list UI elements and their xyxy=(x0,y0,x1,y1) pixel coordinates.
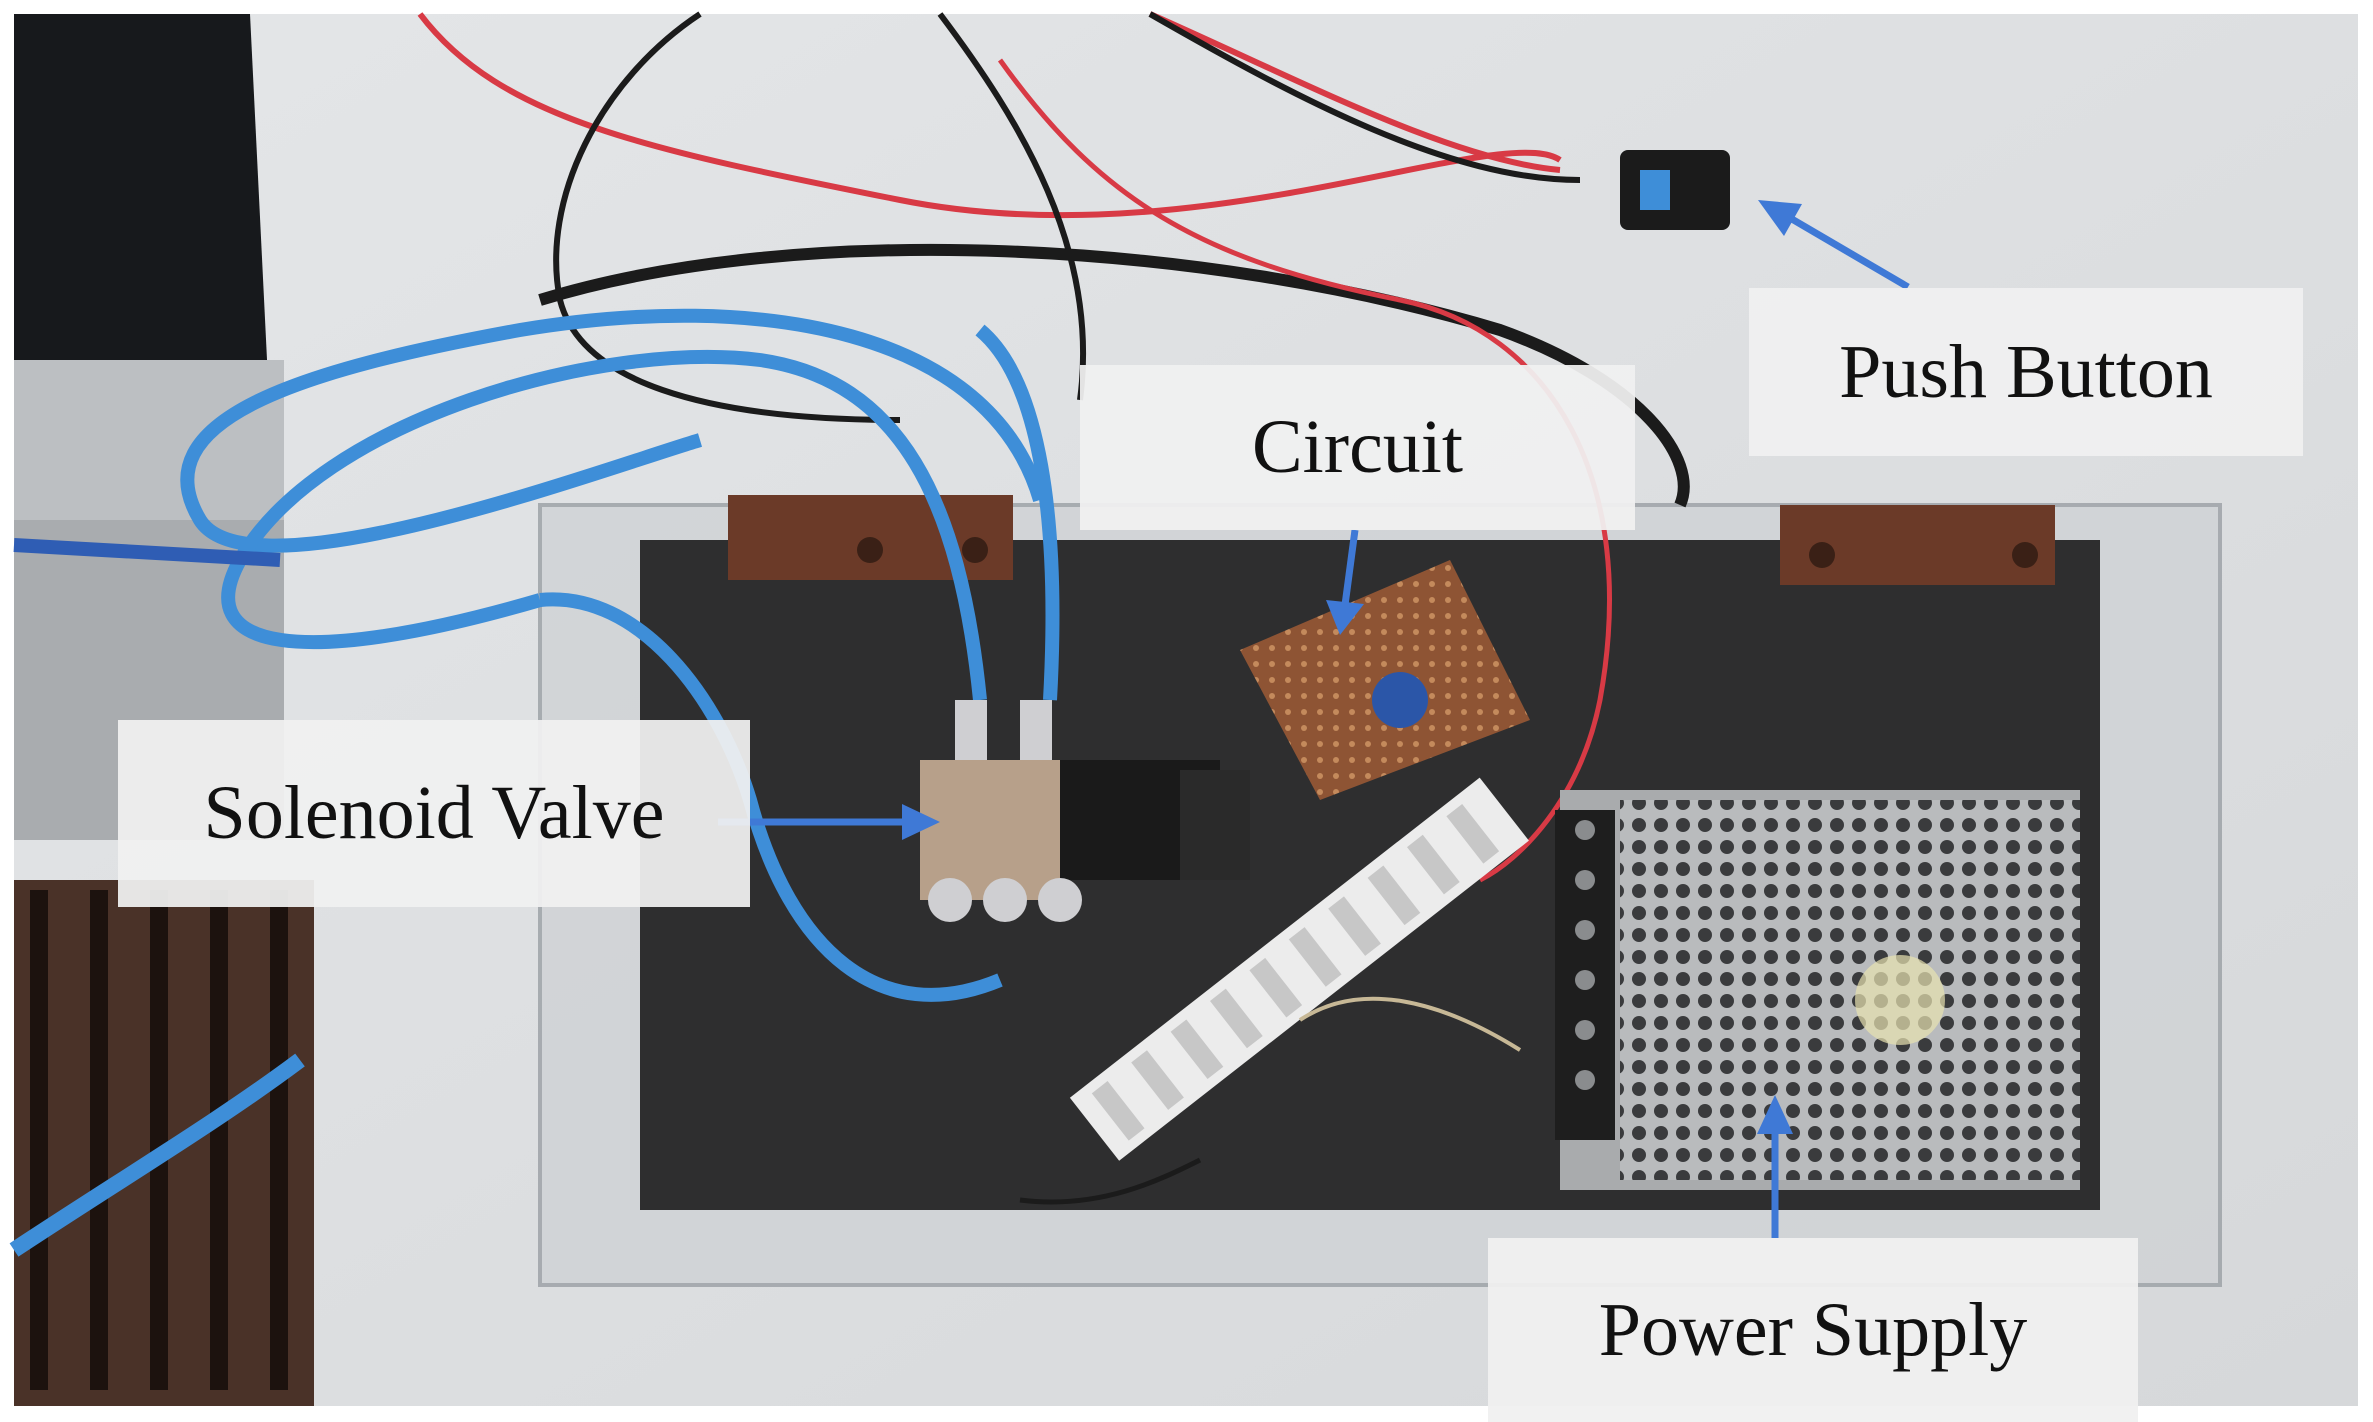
arrow-push-button xyxy=(1758,200,1910,291)
push-button-device xyxy=(1620,150,1730,230)
label-push-button-text: Push Button xyxy=(1839,329,2213,414)
label-power-supply-text: Power Supply xyxy=(1598,1287,2028,1372)
label-push-button: Push Button xyxy=(1749,288,2303,456)
dark-fabric xyxy=(14,14,268,380)
label-circuit: Circuit xyxy=(1080,365,1635,530)
power-supply-device xyxy=(1555,790,2080,1190)
arrow-circuit xyxy=(1326,529,1364,635)
label-power-supply: Power Supply xyxy=(1488,1238,2138,1422)
grill-area xyxy=(14,880,314,1406)
label-circuit-text: Circuit xyxy=(1251,405,1464,489)
label-solenoid-valve-text: Solenoid Valve xyxy=(203,771,665,855)
label-solenoid-valve: Solenoid Valve xyxy=(118,720,750,907)
circuit-board-device xyxy=(1240,560,1530,800)
solenoid-valve-device xyxy=(920,700,1250,922)
arrow-power-supply xyxy=(1757,1095,1793,1238)
terminal-strip-device xyxy=(1069,777,1529,1161)
